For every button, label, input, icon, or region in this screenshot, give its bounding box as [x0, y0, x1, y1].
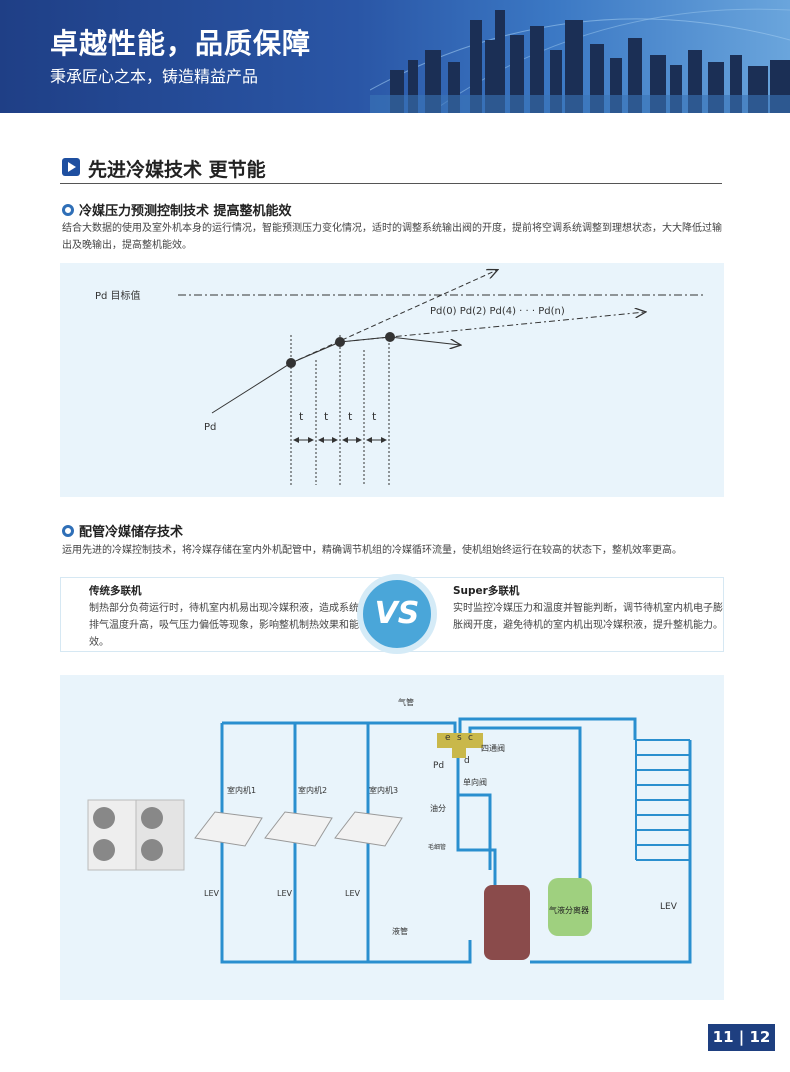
feature2-heading: 配管冷媒储存技术 — [62, 521, 183, 540]
city-skyline-image — [370, 8, 790, 113]
section-title: 先进冷媒技术 更节能 — [88, 159, 266, 181]
ring-icon — [62, 525, 74, 537]
indoor-unit-images — [194, 811, 403, 847]
svg-text:液管: 液管 — [392, 926, 408, 936]
svg-text:t: t — [372, 410, 377, 423]
svg-text:室内机1: 室内机1 — [227, 785, 256, 795]
svg-text:t: t — [299, 410, 304, 423]
compressor-image — [484, 885, 530, 960]
svg-text:单向阀: 单向阀 — [463, 777, 487, 787]
svg-text:LEV: LEV — [277, 889, 293, 898]
svg-text:气管: 气管 — [398, 697, 414, 707]
traditional-title: 传统多联机 — [89, 585, 142, 597]
super-title: Super多联机 — [453, 585, 520, 597]
header-title: 卓越性能，品质保障 — [50, 27, 312, 60]
svg-text:s: s — [457, 733, 462, 743]
traditional-text: 制热部分负荷运行时，待机室内机易出现冷媒积液，造成系统排气温度升高，吸气压力偏低… — [89, 603, 359, 648]
four-way-valve — [437, 733, 483, 748]
pressure-prediction-diagram: Pd 目标值 Pd(0) Pd(2) Pd(4) · · · Pd(n) Pd … — [60, 263, 724, 497]
header-banner: 卓越性能，品质保障 秉承匠心之本，铸造精益产品 — [0, 0, 790, 113]
feature2-title: 配管冷媒储存技术 — [79, 525, 184, 540]
super-text: 实时监控冷媒压力和温度并智能判断，调节待机室内机电子膨胀阀开度，避免待机的室内机… — [453, 603, 723, 631]
series-label: Pd(0) Pd(2) Pd(4) · · · Pd(n) — [430, 306, 565, 317]
traditional-vrf: 传统多联机制热部分负荷运行时，待机室内机易出现冷媒积液，造成系统排气温度升高，吸… — [89, 583, 359, 651]
svg-text:Pd: Pd — [433, 761, 444, 771]
feature2-text: 运用先进的冷媒控制技术，将冷媒存储在室内外机配管中，精确调节机组的冷媒循环流量，… — [62, 545, 682, 556]
header-subtitle: 秉承匠心之本，铸造精益产品 — [50, 67, 259, 86]
feature1-title: 冷媒压力预测控制技术 提高整机能效 — [79, 204, 292, 219]
target-label: Pd 目标值 — [95, 289, 141, 302]
page-number: 11 | 12 — [708, 1024, 775, 1051]
feature1-heading: 冷媒压力预测控制技术 提高整机能效 — [62, 200, 292, 219]
svg-text:d: d — [464, 756, 470, 766]
accumulator-image — [548, 878, 592, 936]
svg-text:室内机3: 室内机3 — [369, 785, 398, 795]
svg-text:t: t — [324, 410, 329, 423]
play-icon — [62, 158, 80, 176]
svg-text:LEV: LEV — [345, 889, 361, 898]
svg-text:四通阀: 四通阀 — [481, 743, 505, 753]
svg-text:LEV: LEV — [660, 902, 678, 912]
vs-badge: VS — [357, 574, 437, 654]
ring-icon — [62, 204, 74, 216]
svg-text:油分: 油分 — [430, 803, 446, 813]
svg-text:室内机2: 室内机2 — [298, 785, 327, 795]
svg-text:c: c — [468, 733, 473, 743]
outdoor-unit-image — [87, 799, 185, 871]
feature1-text: 结合大数据的使用及室外机本身的运行情况，智能预测压力变化情况，适时的调整系统输出… — [62, 223, 722, 251]
svg-text:毛细管: 毛细管 — [428, 843, 446, 851]
divider — [60, 183, 722, 184]
svg-text:e: e — [445, 733, 451, 743]
accumulator-label: 气液分离器 — [549, 905, 589, 915]
pressure-curve — [211, 336, 391, 414]
svg-text:t: t — [348, 410, 353, 423]
pd-label: Pd — [204, 422, 216, 433]
svg-text:LEV: LEV — [204, 889, 220, 898]
super-vrf: Super多联机实时监控冷媒压力和温度并智能判断，调节待机室内机电子膨胀阀开度，… — [453, 583, 723, 634]
